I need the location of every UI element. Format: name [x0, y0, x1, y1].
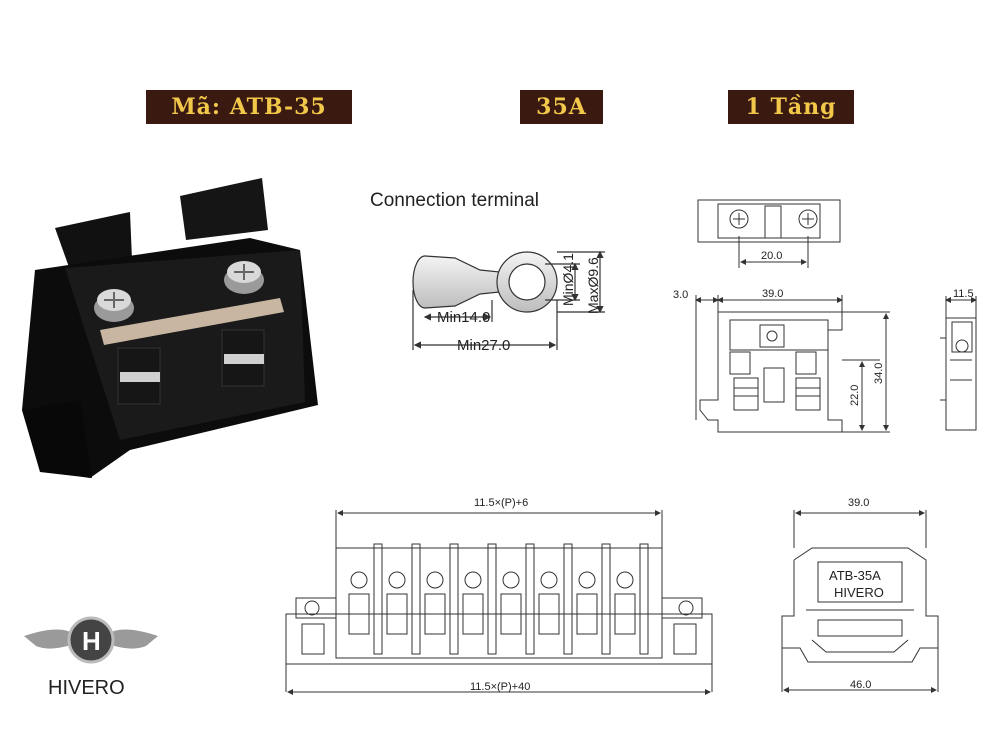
hivero-logo-icon [24, 616, 158, 664]
pole-barrier [373, 543, 383, 655]
ring-lug-drawing [412, 250, 605, 350]
dim-side-115: 11.5 [953, 288, 974, 300]
pole-clamp [462, 593, 484, 635]
pole-barrier [601, 543, 611, 655]
pole-clamp [500, 593, 522, 635]
pole-clamp [348, 593, 370, 635]
dim-max-diameter: MaxØ9.6 [585, 257, 601, 314]
strip-view-drawing [285, 510, 713, 695]
dim-front-3: 3.0 [673, 289, 688, 301]
dim-front-39: 39.0 [762, 288, 783, 300]
pole-clamp [614, 593, 636, 635]
pole-barrier [411, 543, 421, 655]
dim-end-46: 46.0 [850, 679, 871, 691]
dim-top-20: 20.0 [761, 250, 782, 262]
top-view-drawing [697, 199, 841, 268]
logo-letter: H [82, 626, 101, 656]
dim-front-34: 34.0 [873, 363, 885, 384]
pole-group [348, 543, 649, 655]
pole-barrier [563, 543, 573, 655]
dim-front-22: 22.0 [849, 385, 861, 406]
front-view-drawing [695, 295, 890, 433]
dim-min14: Min14.0 [437, 309, 490, 326]
dim-end-39: 39.0 [848, 497, 869, 509]
logo-name: HIVERO [48, 677, 125, 699]
screw-icon [350, 571, 368, 589]
model-code-tag: Mã: ATB-35 [146, 90, 352, 124]
screw-icon [464, 571, 482, 589]
screw-icon [616, 571, 634, 589]
pole-barrier [449, 543, 459, 655]
screw-icon [578, 571, 596, 589]
dim-strip-top: 11.5×(P)+6 [474, 497, 528, 509]
connection-title: Connection terminal [370, 190, 539, 211]
screw-icon [502, 571, 520, 589]
pole-clamp [424, 593, 446, 635]
dim-strip-bottom: 11.5×(P)+40 [470, 681, 530, 693]
terminal-block-photo [22, 178, 318, 478]
dim-min-diameter: MinØ4.1 [560, 253, 576, 306]
pole-barrier [487, 543, 497, 655]
label-plate-brand: HIVERO [834, 585, 884, 600]
screw-icon [426, 571, 444, 589]
pole-clamp [538, 593, 560, 635]
dim-min27: Min27.0 [457, 337, 510, 354]
tier-tag: 1 Tầng [728, 90, 854, 124]
label-plate-model: ATB-35A [829, 568, 881, 583]
end-view-drawing [781, 510, 939, 693]
screw-icon [388, 571, 406, 589]
pole-barrier [525, 543, 535, 655]
screw-icon [540, 571, 558, 589]
current-rating-tag: 35A [520, 90, 603, 124]
pole-clamp [576, 593, 598, 635]
side-view-drawing [940, 296, 977, 431]
pole-clamp [386, 593, 408, 635]
pole-barrier [639, 543, 649, 655]
